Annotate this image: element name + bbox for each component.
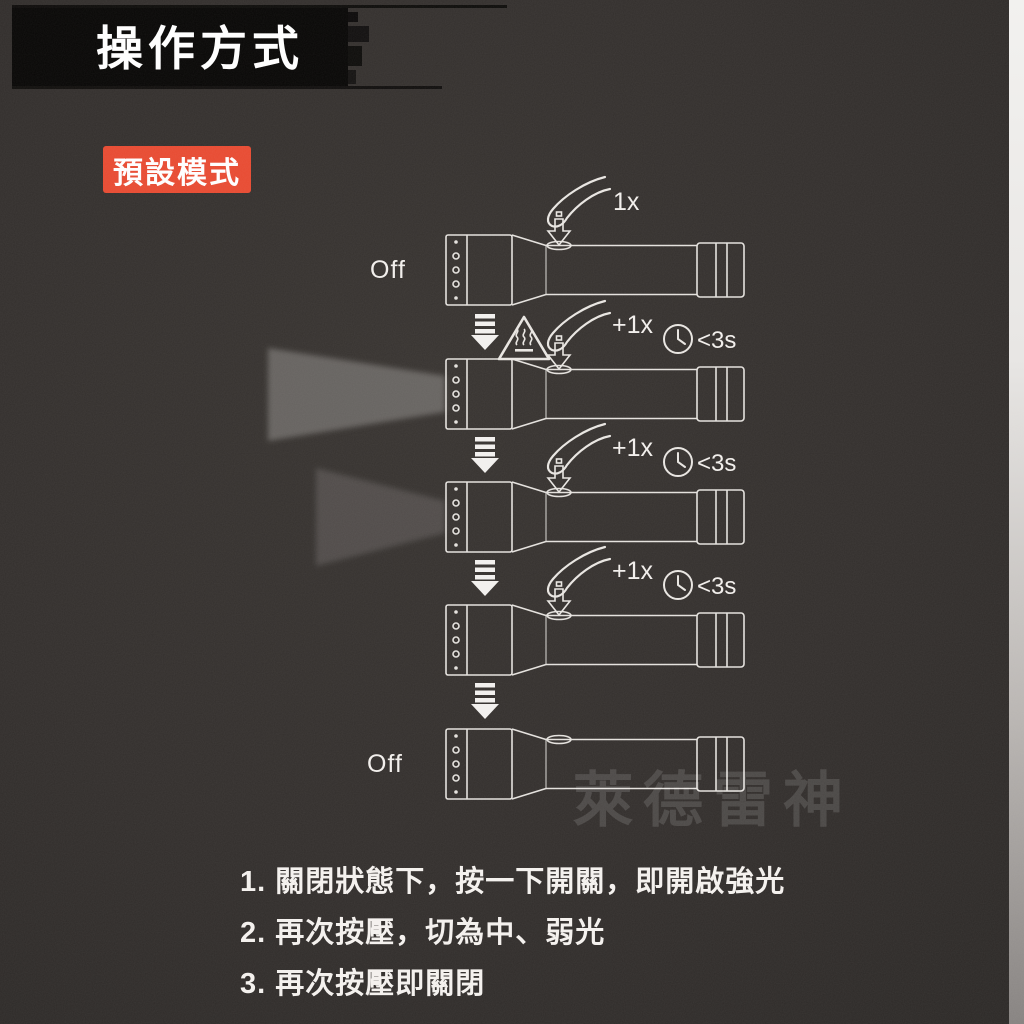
clock-icon bbox=[663, 447, 693, 477]
state-label-off-bottom: Off bbox=[367, 750, 403, 778]
flashlight-illustration bbox=[445, 234, 745, 306]
medium-light-beam bbox=[316, 468, 445, 566]
press-count-label: +1x bbox=[612, 434, 654, 462]
instruction-step-2: 2. 再次按壓，切為中、弱光 bbox=[240, 917, 606, 949]
finger-press-icon bbox=[546, 299, 612, 371]
flashlight-row-medium bbox=[445, 422, 745, 553]
flashlight-row-strong bbox=[445, 299, 745, 430]
strong-light-beam bbox=[268, 348, 445, 441]
flashlight-row-weak bbox=[445, 545, 745, 676]
flashlight-illustration bbox=[445, 481, 745, 553]
timer-label: <3s bbox=[697, 573, 737, 600]
timer-label: <3s bbox=[697, 327, 737, 354]
sequence-arrow-icon bbox=[471, 314, 499, 350]
sequence-arrow-icon bbox=[471, 560, 499, 596]
finger-press-icon bbox=[546, 545, 612, 617]
state-label-off-top: Off bbox=[370, 256, 406, 284]
sequence-arrow-icon bbox=[471, 683, 499, 719]
instruction-step-3: 3. 再次按壓即關閉 bbox=[240, 968, 486, 1000]
finger-press-icon bbox=[546, 175, 612, 247]
instruction-list: 1. 關閉狀態下，按一下開關，即開啟強光 2. 再次按壓，切為中、弱光 3. 再… bbox=[240, 866, 840, 1019]
page-edge-strip bbox=[1009, 0, 1024, 1024]
press-count-label: 1x bbox=[613, 188, 640, 216]
hot-surface-warning-icon bbox=[497, 315, 551, 361]
brand-watermark: 萊德雷神 bbox=[573, 767, 853, 834]
clock-icon bbox=[663, 570, 693, 600]
flashlight-illustration bbox=[445, 358, 745, 430]
instruction-step-1: 1. 關閉狀態下，按一下開關，即開啟強光 bbox=[240, 866, 786, 898]
press-count-label: +1x bbox=[612, 557, 654, 585]
timer-label: <3s bbox=[697, 450, 737, 477]
flashlight-row-off-start bbox=[445, 175, 745, 306]
clock-icon bbox=[663, 324, 693, 354]
flashlight-illustration bbox=[445, 604, 745, 676]
finger-press-icon bbox=[546, 422, 612, 494]
sequence-arrow-icon bbox=[471, 437, 499, 473]
press-count-label: +1x bbox=[612, 311, 654, 339]
